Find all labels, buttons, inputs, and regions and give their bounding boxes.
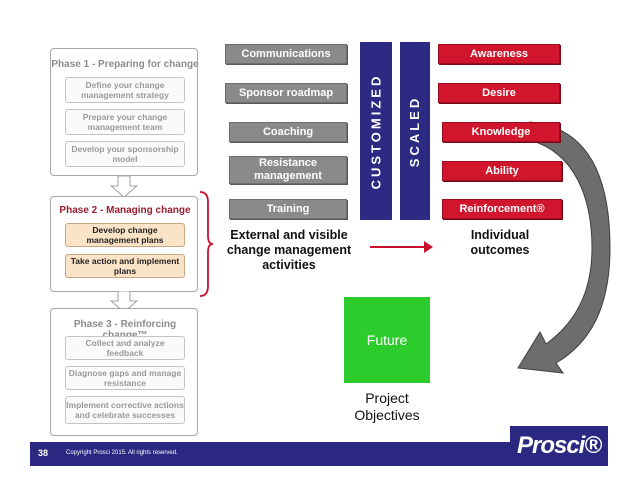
- scaled-bar: SCALED: [400, 42, 430, 220]
- prosci-logo: Prosci®: [510, 426, 608, 466]
- activity-sponsor-roadmap: Sponsor roadmap: [225, 83, 347, 103]
- phase-2-step-2: Take action and implement plans: [65, 254, 185, 278]
- project-objectives: Project Objectives: [354, 390, 420, 423]
- future-label: Future: [366, 332, 408, 348]
- phase-3-step-3: Implement corrective actions and celebra…: [65, 396, 185, 424]
- phase-3-title: Phase 3 - Reinforcing change™: [73, 319, 177, 341]
- phase-3-step-2: Diagnose gaps and manage resistance: [65, 366, 185, 390]
- outcomes-caption: Individual outcomes: [470, 228, 530, 257]
- outcome-ability: Ability: [442, 161, 562, 181]
- activity-training: Training: [229, 199, 347, 219]
- logo-text: Prosci®: [516, 432, 602, 459]
- outcome-reinforcement: Reinforcement®: [442, 199, 562, 219]
- phase-1-panel: Phase 1 - Preparing for change Define yo…: [50, 48, 199, 176]
- future-box: Future: [344, 297, 430, 383]
- down-arrow-icon: [110, 291, 138, 313]
- activity-communications: Communications: [225, 44, 347, 64]
- scaled-label: SCALED: [407, 95, 423, 167]
- phase-1-step-1: Define your change management strategy: [65, 77, 185, 103]
- activity-resistance-management: Resistance management: [229, 156, 347, 184]
- curved-arrow-icon: [517, 121, 611, 374]
- outcome-awareness: Awareness: [438, 44, 560, 64]
- customized-bar: CUSTOMIZED: [360, 42, 392, 220]
- phase-1-title: Phase 1 - Preparing for change: [51, 59, 199, 70]
- phase-2-step-1: Develop change management plans: [65, 223, 185, 247]
- page-number: 38: [38, 448, 49, 458]
- phase-1-step-3: Develop your sponsorship model: [65, 141, 185, 167]
- activity-coaching: Coaching: [229, 122, 347, 142]
- right-arrow-icon: [370, 241, 433, 253]
- copyright-text: Copyright Prosci 2015. All rights reserv…: [66, 450, 178, 456]
- phase-1-step-2: Prepare your change management team: [65, 109, 185, 135]
- phase-3-panel: Phase 3 - Reinforcing change™ Collect an…: [50, 308, 198, 436]
- phase-2-title: Phase 2 - Managing change: [59, 205, 191, 216]
- activities-caption: External and visible change management a…: [226, 228, 352, 272]
- phase-3-step-1: Collect and analyze feedback: [65, 336, 185, 360]
- red-bracket-icon: [199, 191, 214, 297]
- phase-2-panel: Phase 2 - Managing change Develop change…: [50, 196, 198, 292]
- outcome-desire: Desire: [438, 83, 560, 103]
- customized-label: CUSTOMIZED: [368, 73, 384, 189]
- down-arrow-icon: [110, 176, 138, 198]
- outcome-knowledge: Knowledge: [442, 122, 560, 142]
